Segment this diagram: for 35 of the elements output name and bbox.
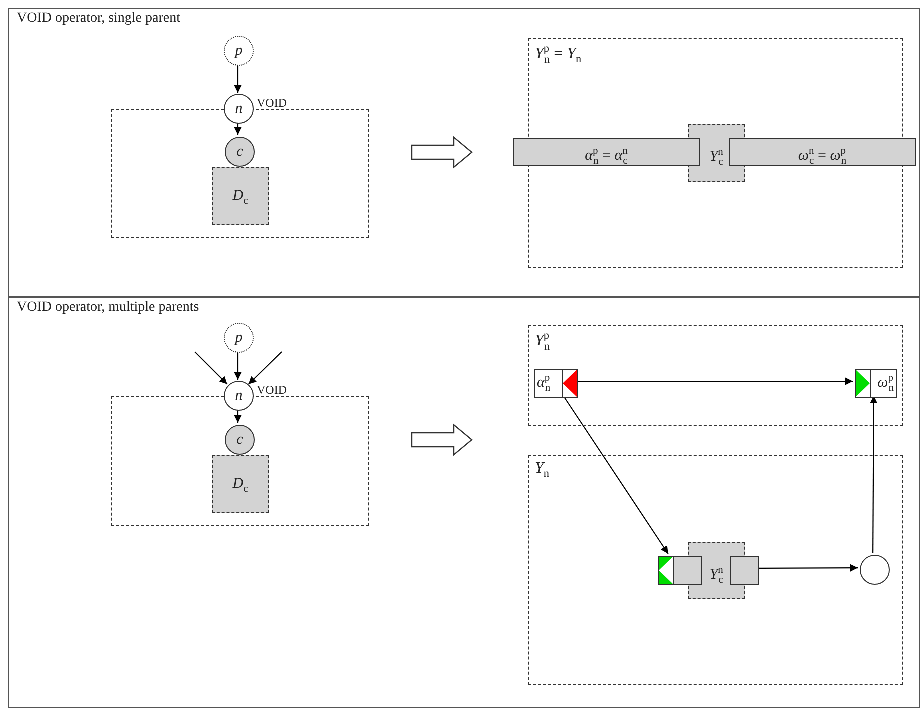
arrow [576,378,853,386]
frame-label: Y$^{p}$$_{n}$ = Y$_{n}$ [535,43,582,66]
operator-label: VOID [257,95,287,112]
port-label: n [235,388,243,404]
arrow [234,410,242,423]
block-arrow [411,424,473,456]
node-circle: p [224,323,254,353]
node-circle [860,555,890,585]
port-box [534,369,578,398]
arrow [234,123,242,135]
panel [8,297,920,708]
panel [8,8,920,297]
frame-label: Y$_{n}$ [535,460,550,480]
block-arrow [411,136,473,169]
group-frame [528,325,903,426]
port-box [855,369,897,398]
arrow [248,352,282,385]
arrow [234,352,242,380]
arrow [194,352,228,385]
node-circle: c [225,425,255,455]
group-frame [528,455,903,685]
panel-heading: VOID operator, single parent [17,11,180,27]
arrow [870,396,878,553]
panel-heading: VOID operator, multiple parents [17,300,200,316]
port-label: n [235,101,243,117]
arrow [757,564,858,572]
node-circle: c [225,137,255,167]
node-circle: p [224,36,254,66]
port-box [658,556,702,585]
operator-label: VOID [257,382,287,399]
shaded-box: D$_{c}$ [212,167,269,225]
shaded-box: D$_{c}$ [212,455,269,513]
arrow [234,65,242,93]
arrow [563,396,669,554]
port-box [730,556,759,585]
